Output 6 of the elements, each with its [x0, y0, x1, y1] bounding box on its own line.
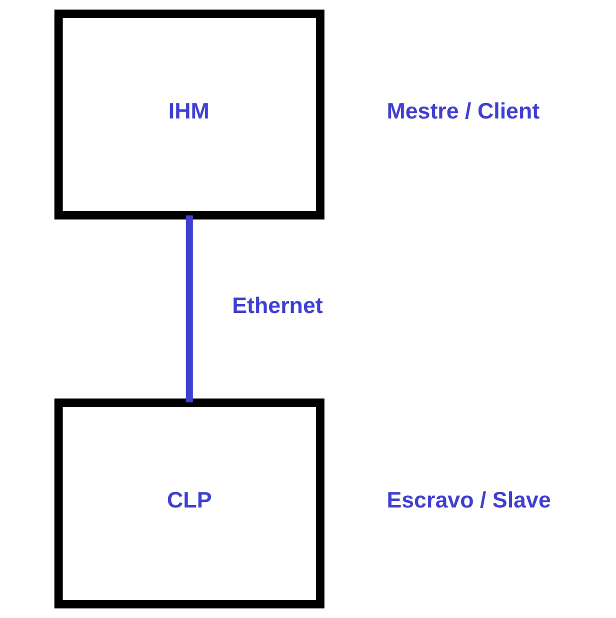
node-label: Mestre / Client: [386, 98, 540, 124]
connector: [186, 215, 193, 402]
edge-label: Ethernet: [232, 292, 323, 318]
node-label: Escravo / Slave: [386, 487, 551, 512]
node-box: CLP: [54, 398, 324, 608]
node-box: IHM: [54, 10, 324, 220]
